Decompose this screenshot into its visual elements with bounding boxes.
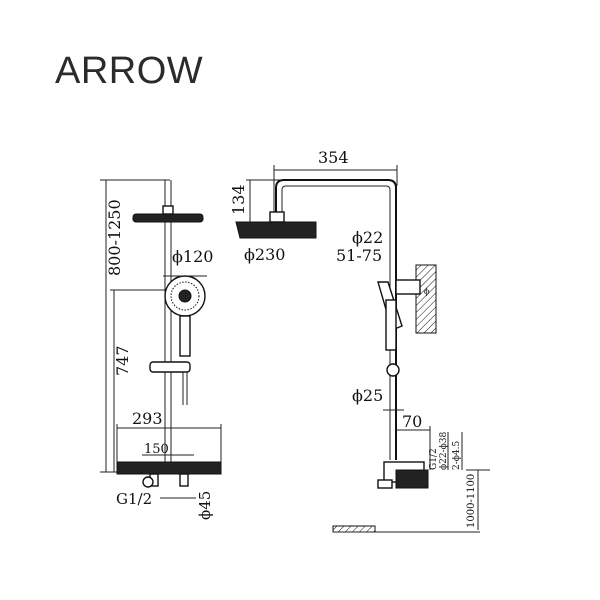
overall-height-label: 800-1250 — [105, 199, 124, 276]
inlet-thread-label: G1/2 — [116, 490, 152, 508]
floor-hatch — [332, 525, 376, 533]
thermostatic-mixer-bar — [116, 461, 222, 475]
pipe-diameter-lower-label: ϕ25 — [352, 386, 383, 405]
svg-text:ϕ: ϕ — [424, 287, 430, 296]
wall-offset-label: 70 — [402, 412, 422, 431]
side-view: ϕ — [235, 165, 490, 533]
head-drop-label: 134 — [229, 184, 248, 215]
brand-logo: ARROW — [55, 50, 204, 92]
arm-to-head-label: 747 — [113, 345, 132, 376]
wall-bracket-block — [415, 264, 437, 334]
overhead-head — [132, 213, 204, 223]
head-diameter-right-label: ϕ230 — [244, 245, 285, 264]
arm-length-label: 354 — [318, 148, 349, 167]
mount-height-label: 1000-1100 — [466, 474, 477, 528]
knob-diameter-label: ϕ45 — [196, 491, 214, 520]
front-view — [100, 179, 222, 499]
bracket-range-label: 51-75 — [336, 246, 382, 265]
overhead-head-side — [235, 221, 317, 239]
small-dims-label-3: 2-ϕ4.5 — [452, 441, 462, 470]
small-dims-label-2: ϕ22-ϕ38 — [439, 432, 449, 470]
pipe-diameter-upper-label: ϕ22 — [352, 228, 383, 247]
small-dims-label-1: G1/2 — [429, 448, 439, 470]
head-diameter-left-label: ϕ120 — [172, 247, 213, 266]
bar-width-label: 293 — [132, 409, 163, 428]
slide-bar-holder — [149, 361, 191, 373]
inlet-spacing-label: 150 — [144, 442, 169, 457]
